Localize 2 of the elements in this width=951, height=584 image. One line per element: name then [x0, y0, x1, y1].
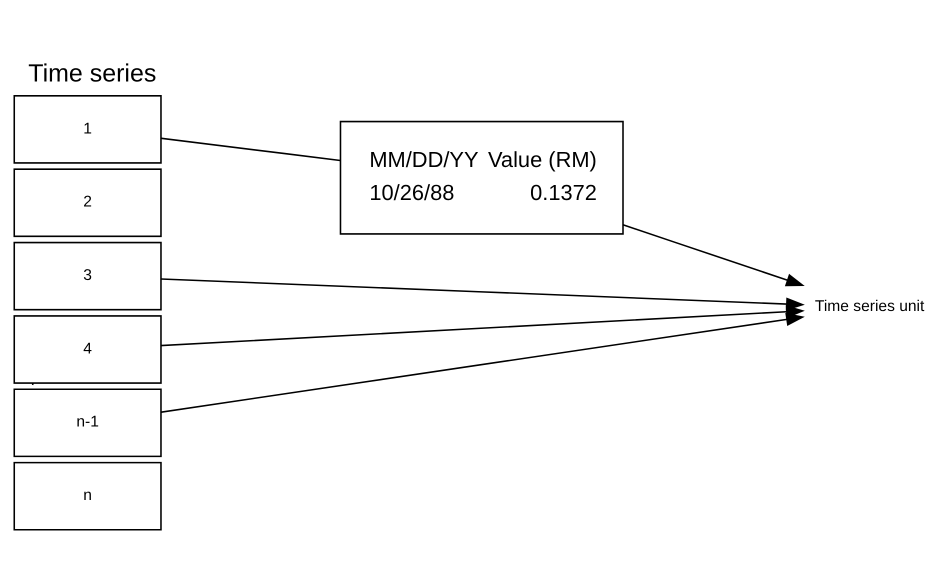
- diagram-title: Time series: [28, 58, 156, 87]
- node-text: Time series unit: [814, 298, 924, 315]
